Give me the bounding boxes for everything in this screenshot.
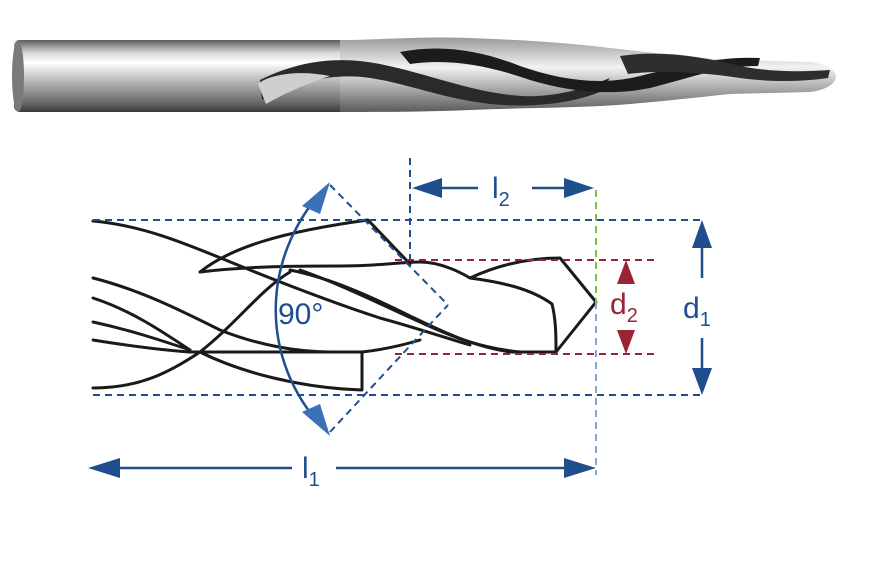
outline-helix-top	[91, 219, 472, 347]
drill-photo	[12, 37, 836, 112]
drill-flute-groove-3	[620, 53, 830, 81]
angle-construction	[329, 184, 449, 433]
outline-helix-upper	[91, 276, 332, 354]
outline-pilot-top	[418, 256, 598, 354]
l2-arrowhead-left	[412, 178, 442, 198]
angle-leg-upper	[329, 184, 449, 306]
drill-drawing	[91, 218, 598, 392]
d1-dimension	[692, 220, 712, 395]
outline-lip-bottom	[198, 338, 422, 392]
outline-pilot-inner	[468, 276, 558, 354]
d1-reference-lines	[93, 158, 705, 396]
angle-arrowhead-top	[302, 182, 330, 214]
l2-arrowhead-right	[564, 178, 594, 198]
outline-flute-main	[198, 260, 422, 274]
l2-dimension	[412, 178, 594, 198]
drill-step-shoulder	[258, 73, 330, 104]
angle-leg-lower	[329, 304, 449, 433]
angle-arc	[274, 189, 324, 429]
angle-arrowhead-bottom	[302, 404, 330, 436]
drill-flute-groove-2	[400, 48, 760, 93]
drill-shank-end	[12, 40, 24, 112]
l1-arrowhead-left	[88, 458, 120, 478]
outline-helix-low2	[91, 338, 192, 354]
outline-helix-mid	[91, 296, 192, 352]
label-l1: l1	[302, 452, 320, 491]
label-d2: d2	[610, 288, 638, 327]
d2-arrowhead-top	[617, 260, 635, 284]
outline-helix-lower	[91, 320, 192, 352]
label-l2: l2	[492, 172, 510, 211]
d2-arrowhead-bottom	[617, 330, 635, 354]
outline-lip-top	[198, 218, 412, 274]
label-angle: 90°	[278, 298, 323, 331]
d1-arrowhead-bottom	[692, 368, 712, 395]
d2-reference-lines	[395, 259, 657, 355]
outline-flute-third	[298, 268, 522, 354]
l1-dimension	[88, 458, 596, 478]
d2-dimension	[617, 260, 635, 354]
d1-arrowhead-top	[692, 220, 712, 248]
label-d1: d1	[683, 292, 711, 331]
l1-arrowhead-right	[564, 458, 596, 478]
drill-flute-groove-1	[260, 60, 610, 106]
